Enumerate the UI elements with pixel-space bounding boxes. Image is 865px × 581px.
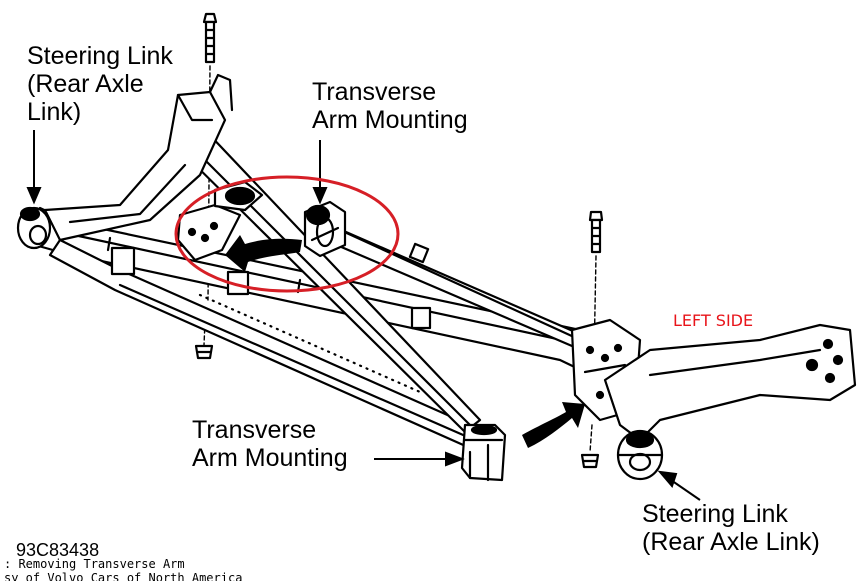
label-left-side: LEFT SIDE [673,311,754,330]
center-arm-mounting [303,200,347,258]
left-eye-bushing [16,206,52,250]
left-steering-link-arm [43,73,234,242]
label-line: Link) [27,98,82,126]
leader-arrowhead-right-icon [657,470,678,488]
label-line: Steering Link [27,42,173,70]
label-transverse-arm-mounting-bottom: Transverse Arm Mounting [192,416,348,472]
removal-arrow-lower-icon [522,402,585,448]
beam-blocks [110,246,432,330]
right-eye-bushing [616,429,664,481]
right-bolt-icon [588,210,604,361]
label-steering-link-left: Steering Link (Rear Axle Link) [27,42,173,126]
caption-line-2: sy of Volvo Cars of North America [4,571,243,581]
label-line: Arm Mounting [192,444,348,472]
label-line: Transverse [312,78,437,106]
label-line: Transverse [192,416,317,444]
figure-code: 93C83438 [16,540,100,560]
leader-arrowhead-left-icon [26,187,42,205]
caption-line-1: : Removing Transverse Arm [4,557,185,571]
highlight-circle [174,175,400,293]
right-steering-link-arm [603,323,857,442]
leader-arrowhead-bottom-icon [445,451,465,467]
label-transverse-arm-mounting-top: Transverse Arm Mounting [312,78,468,134]
label-line: Steering Link [642,500,788,528]
leader-arrowhead-top-icon [312,187,328,205]
bottom-arm-mounting [460,423,507,482]
lower-nut-right-icon [580,424,600,469]
label-line: Arm Mounting [312,106,468,134]
label-line: (Rear Axle Link) [642,528,820,556]
label-line: (Rear Axle [27,70,144,98]
label-steering-link-right: Steering Link (Rear Axle Link) [642,500,820,556]
lower-nut-left-icon [194,321,214,360]
removal-arrow-upper-icon [225,235,302,272]
